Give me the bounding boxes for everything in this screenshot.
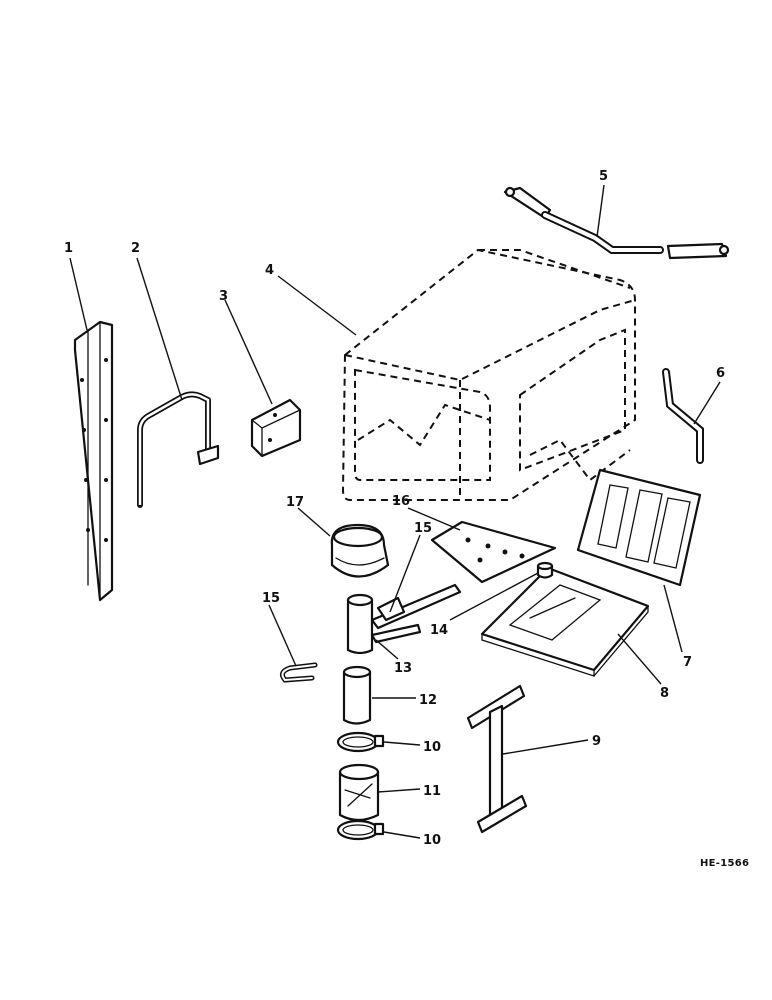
part-14-cap [536,561,554,579]
part-2-grab-handle [137,391,220,508]
part-6-bent-rod [662,368,704,464]
callout-13: 13 [394,661,412,676]
part-7-slotted-plate [576,468,702,587]
callout-15-right: 15 [414,521,432,536]
callout-14: 14 [430,623,448,638]
part-4-cab-outline [341,248,636,501]
callout-12: 12 [419,693,437,708]
callout-15-left: 15 [262,591,280,606]
leader-lines [69,184,721,839]
callout-7: 7 [683,655,692,670]
callout-5: 5 [599,169,608,184]
callout-16: 16 [392,494,410,509]
callout-2: 2 [131,241,140,256]
callout-9: 9 [592,734,601,749]
part-1-channel-rail [73,320,114,602]
part-5-bent-tube [503,186,730,260]
callout-numbers: 1 2 3 4 5 6 7 8 9 10 11 10 12 13 14 15 1… [64,169,725,848]
callout-11: 11 [423,784,441,799]
callout-8: 8 [660,686,669,701]
part-10-clamp-upper [336,731,385,753]
part-15-u-bolt [279,662,318,683]
part-8-platform [480,566,650,677]
part-3-bracket [250,398,302,458]
part-13-mount-bracket [346,583,462,655]
part-16-mounting-plate [430,520,557,584]
callout-6: 6 [716,366,725,381]
callout-3: 3 [219,289,228,304]
part-9-support-stand [466,684,528,834]
part-10-clamp-lower [336,819,385,841]
callout-4: 4 [265,263,274,278]
part-17-air-cleaner-cap [330,523,390,578]
plate-number: HE-1566 [700,858,749,869]
callout-1: 1 [64,241,73,256]
callout-17: 17 [286,495,304,510]
part-11-hose [338,763,380,822]
callout-10-lower: 10 [423,833,441,848]
callout-10-upper: 10 [423,740,441,755]
part-12-tube [342,665,372,725]
